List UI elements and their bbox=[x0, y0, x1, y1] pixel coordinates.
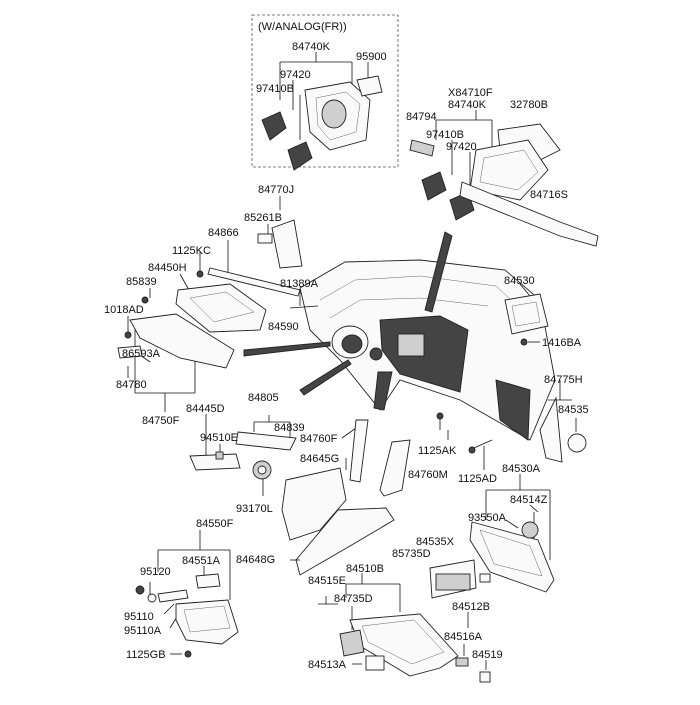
label-84770J: 84770J bbox=[258, 184, 294, 196]
label-97410B-top: 97410B bbox=[256, 83, 294, 95]
label-84450H: 84450H bbox=[148, 262, 187, 274]
label-84760F: 84760F bbox=[300, 433, 338, 445]
label-93550A: 93550A bbox=[468, 512, 507, 524]
analog-cluster-parts bbox=[261, 75, 383, 171]
label-84648G: 84648G bbox=[236, 554, 275, 566]
variant-box bbox=[251, 14, 399, 168]
label-84805: 84805 bbox=[248, 392, 279, 404]
label-84794: 84794 bbox=[406, 111, 437, 123]
label-1125GB: 1125GB bbox=[126, 649, 166, 661]
label-97410B-right: 97410B bbox=[426, 129, 464, 141]
label-84716S: 84716S bbox=[530, 189, 568, 201]
main-dashboard bbox=[299, 259, 556, 441]
left-leaders bbox=[127, 196, 301, 412]
label-85839: 85839 bbox=[126, 276, 157, 288]
label-84445D: 84445D bbox=[186, 403, 225, 415]
label-81389A: 81389A bbox=[280, 278, 319, 290]
label-84590: 84590 bbox=[268, 321, 299, 333]
label-84735D: 84735D bbox=[334, 593, 373, 605]
label-97420-right: 97420 bbox=[446, 141, 477, 153]
variant-box-title: (W/ANALOG(FR)) bbox=[258, 21, 347, 33]
glovebox-parts bbox=[318, 603, 491, 683]
pointer-wedges bbox=[243, 231, 453, 396]
label-84512B: 84512B bbox=[452, 601, 490, 613]
label-85735D: 85735D bbox=[392, 548, 431, 560]
label-84515E: 84515E bbox=[308, 575, 346, 587]
label-84513A: 84513A bbox=[308, 659, 347, 671]
label-95110A: 95110A bbox=[124, 625, 162, 637]
label-84740K-top: 84740K bbox=[292, 41, 331, 53]
label-95900: 95900 bbox=[356, 51, 387, 63]
label-84866: 84866 bbox=[208, 227, 239, 239]
label-84535X: 84535X bbox=[416, 536, 455, 548]
label-84551A: 84551A bbox=[182, 555, 221, 567]
label-94510E: 94510E bbox=[200, 432, 238, 444]
label-93170L: 93170L bbox=[236, 503, 273, 515]
label-84530: 84530 bbox=[504, 275, 535, 287]
right-side-leaders bbox=[447, 283, 577, 560]
label-1018AD: 1018AD bbox=[104, 304, 144, 316]
label-95110: 95110 bbox=[124, 611, 154, 623]
label-84519: 84519 bbox=[472, 649, 503, 661]
label-84750F: 84750F bbox=[142, 415, 180, 427]
right-cluster-parts bbox=[409, 123, 599, 247]
label-95120: 95120 bbox=[140, 566, 171, 578]
right-side-parts bbox=[429, 293, 587, 599]
label-84775H: 84775H bbox=[544, 374, 583, 386]
label-84514Z: 84514Z bbox=[510, 494, 548, 506]
mid-lower-parts bbox=[189, 419, 411, 541]
lower-cover bbox=[290, 507, 395, 576]
left-parts bbox=[117, 219, 319, 369]
label-84535: 84535 bbox=[558, 404, 589, 416]
label-84740K-right: 84740K bbox=[448, 99, 487, 111]
label-84760M: 84760M bbox=[408, 469, 448, 481]
lower-left-parts bbox=[135, 573, 239, 658]
label-85261B: 85261B bbox=[244, 212, 282, 224]
label-84516A: 84516A bbox=[444, 631, 483, 643]
glovebox-leaders bbox=[325, 573, 487, 670]
label-1125KC: 1125KC bbox=[172, 245, 211, 257]
label-84645G: 84645G bbox=[300, 453, 339, 465]
label-84550F: 84550F bbox=[196, 518, 234, 530]
label-1416BA: 1416BA bbox=[542, 337, 582, 349]
label-84780: 84780 bbox=[116, 379, 147, 391]
label-84510B: 84510B bbox=[346, 563, 384, 575]
label-1125AK: 1125AK bbox=[418, 445, 457, 457]
label-86593A: 86593A bbox=[122, 348, 161, 360]
label-X84710F: X84710F bbox=[448, 87, 493, 99]
label-1125AD: 1125AD bbox=[458, 473, 497, 485]
label-84839: 84839 bbox=[274, 422, 305, 434]
label-97420-top: 97420 bbox=[280, 69, 311, 81]
label-32780B: 32780B bbox=[510, 99, 548, 111]
label-84530A: 84530A bbox=[502, 463, 541, 475]
